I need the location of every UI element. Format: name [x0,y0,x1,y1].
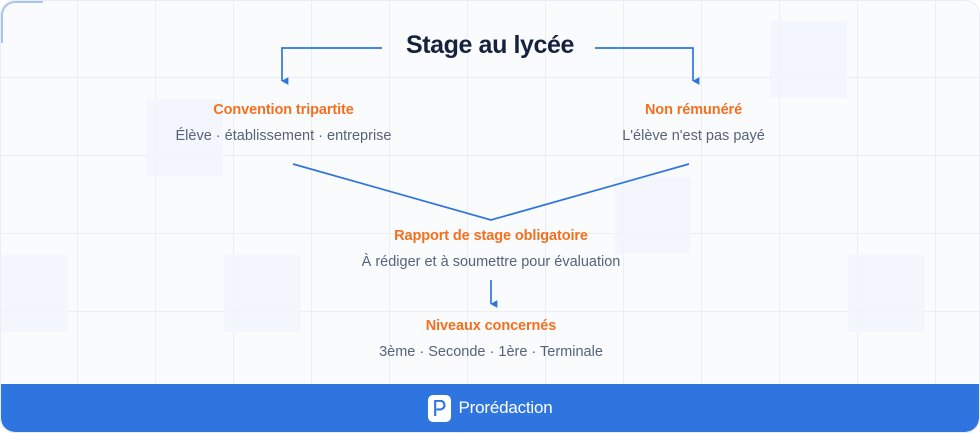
background-tile [848,255,925,332]
node-convention-tripartite: Convention tripartite Élève · établissem… [106,102,461,144]
node-stage-au-lycee: Stage au lycée [1,31,979,60]
prorediaction-p-logo-icon [427,394,451,422]
node-subtitle: À rédiger et à soumettre pour évaluation [361,254,621,270]
brand-name: Prorédaction [458,398,553,417]
node-title: Stage au lycée [405,31,575,59]
background-tile [1,255,68,332]
node-non-remunere: Non rémunéré L'élève n'est pas payé [561,102,826,144]
node-subtitle: 3ème · Seconde · 1ère · Terminale [379,344,603,360]
node-rapport-de-stage: Rapport de stage obligatoire À rédiger e… [281,228,701,270]
node-title: Rapport de stage obligatoire [394,228,588,244]
node-subtitle: Élève · établissement · entreprise [175,128,392,144]
node-title: Non rémunéré [644,102,743,118]
node-niveaux-concernes: Niveaux concernés 3ème · Seconde · 1ère … [331,318,651,360]
footer-bar: Prorédaction [1,384,979,432]
node-title: Convention tripartite [213,102,354,118]
node-subtitle: L'élève n'est pas payé [622,128,765,144]
node-title: Niveaux concernés [425,318,557,334]
connector-converging-v [292,163,690,221]
brand-logo: Prorédaction [427,394,553,422]
